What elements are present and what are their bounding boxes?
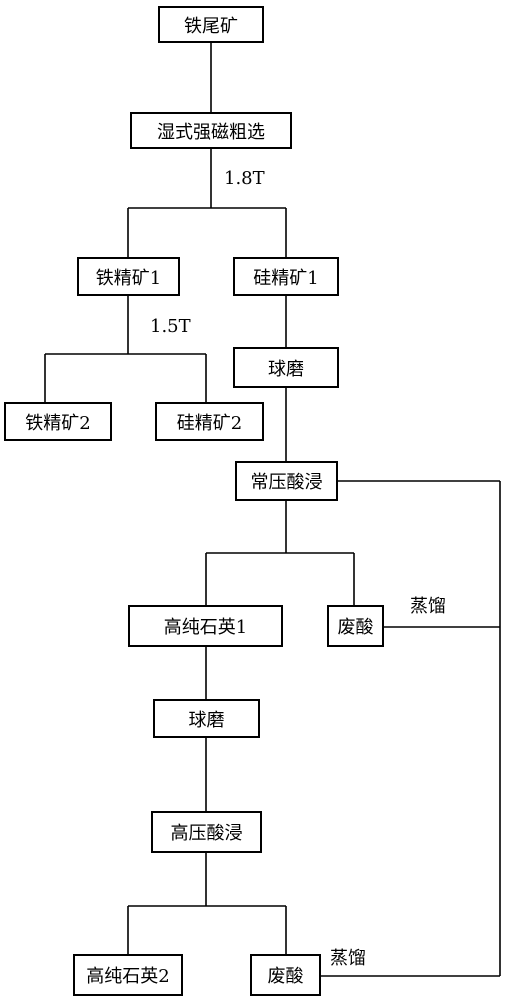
- node-waste-acid-2: 废酸: [250, 954, 321, 996]
- node-iron-concentrate-1: 铁精矿1: [77, 257, 180, 296]
- node-iron-tailings: 铁尾矿: [158, 6, 264, 43]
- node-ball-mill-2: 球磨: [153, 699, 260, 738]
- node-high-purity-quartz-2: 高纯石英2: [73, 954, 183, 996]
- label-field-1-8t: 1.8T: [224, 168, 265, 189]
- node-high-pressure-acid-leach: 高压酸浸: [151, 811, 262, 853]
- node-high-purity-quartz-1: 高纯石英1: [128, 605, 283, 647]
- node-iron-concentrate-2: 铁精矿2: [4, 402, 112, 441]
- node-wet-magnetic-separation: 湿式强磁粗选: [130, 112, 292, 149]
- node-silicon-concentrate-1: 硅精矿1: [233, 257, 339, 296]
- node-ball-mill-1: 球磨: [233, 347, 339, 388]
- node-atmospheric-acid-leach: 常压酸浸: [235, 461, 338, 501]
- node-silicon-concentrate-2: 硅精矿2: [155, 402, 264, 441]
- label-distillation-1: 蒸馏: [410, 596, 446, 617]
- label-field-1-5t: 1.5T: [150, 316, 191, 337]
- node-waste-acid-1: 废酸: [327, 605, 384, 647]
- label-distillation-2: 蒸馏: [330, 948, 366, 969]
